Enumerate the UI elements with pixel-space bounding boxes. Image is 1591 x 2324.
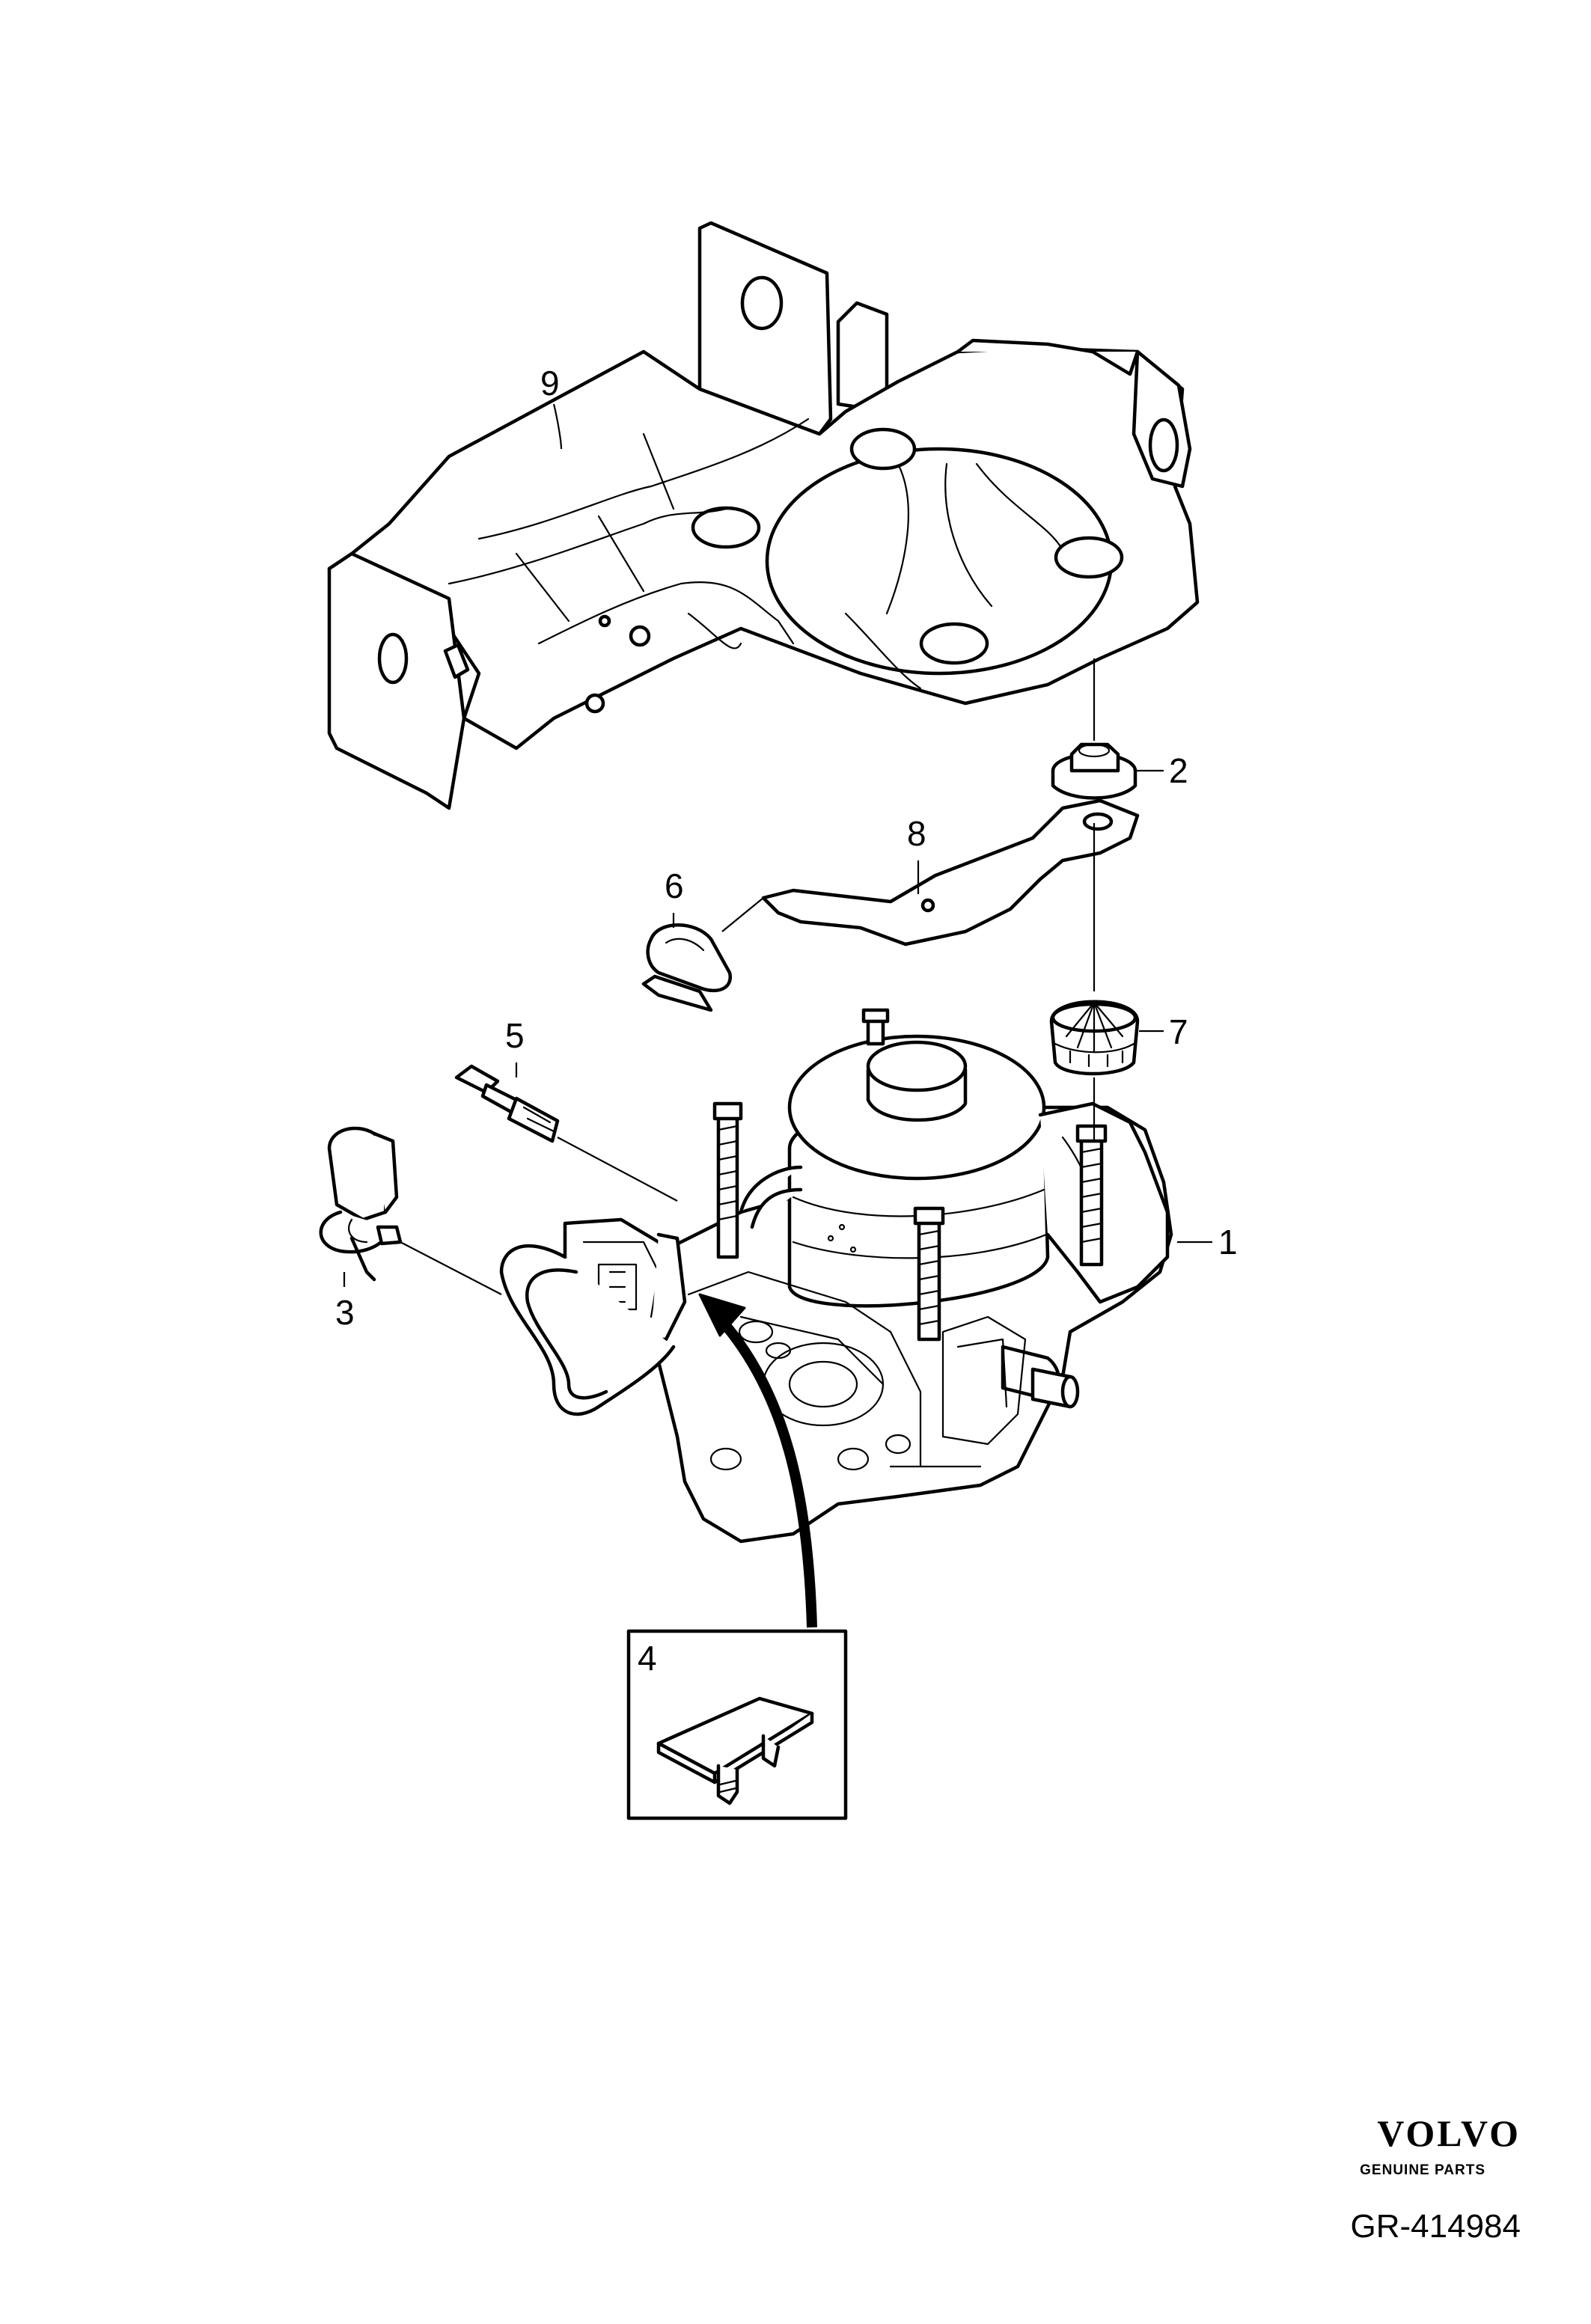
inset-cover-clip bbox=[626, 1629, 848, 1820]
mounting-bracket bbox=[327, 221, 1200, 810]
detail-arrow bbox=[698, 1293, 817, 1628]
brand-block: VOLVO GENUINE PARTS GR-414984 bbox=[1351, 2112, 1521, 2245]
callout-3: 3 bbox=[335, 1293, 355, 1332]
connector-pin bbox=[454, 1064, 560, 1143]
callout-2: 2 bbox=[1169, 751, 1188, 790]
genuine-parts-tagline: GENUINE PARTS bbox=[1360, 2162, 1485, 2178]
rubber-grommet bbox=[1049, 1000, 1140, 1076]
callout-7: 7 bbox=[1169, 1012, 1188, 1051]
diagram-reference: GR-414984 bbox=[1351, 2208, 1521, 2245]
volvo-logo: VOLVO bbox=[1377, 2112, 1521, 2154]
callout-labels: 1 2 3 4 5 6 7 8 9 bbox=[335, 364, 1238, 1678]
support-bracket-plate bbox=[761, 798, 1140, 947]
callout-8: 8 bbox=[907, 814, 926, 853]
callout-6: 6 bbox=[665, 866, 684, 905]
sensor-with-cable bbox=[319, 1126, 403, 1282]
callout-4: 4 bbox=[638, 1639, 657, 1678]
pump-motor-assembly bbox=[499, 1008, 1173, 1544]
callout-1: 1 bbox=[1218, 1223, 1238, 1262]
hose-clip bbox=[641, 923, 733, 1012]
callout-9: 9 bbox=[540, 364, 560, 403]
flange-nut bbox=[1051, 742, 1137, 800]
leader-lines bbox=[343, 403, 1212, 1295]
callout-5: 5 bbox=[505, 1016, 525, 1055]
